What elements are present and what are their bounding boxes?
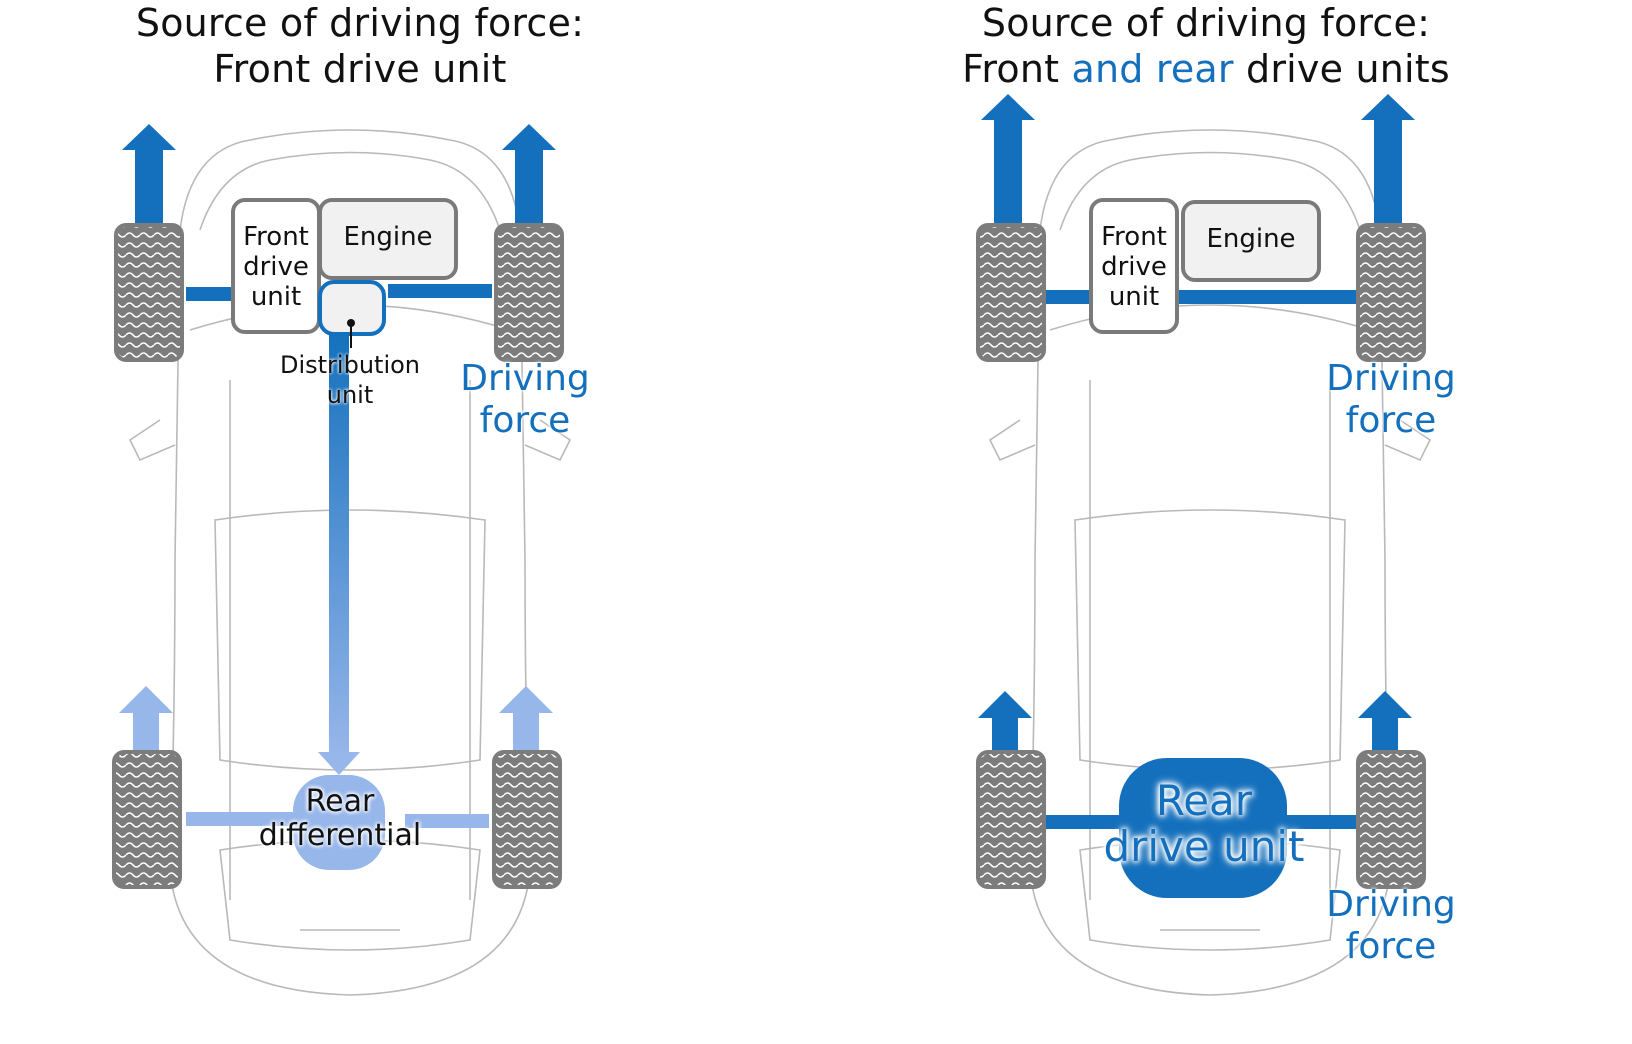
left-car-diagram bbox=[112, 124, 572, 996]
right-title: Source of driving force: Front and rear … bbox=[916, 0, 1496, 92]
rear-left-force-arrow bbox=[978, 691, 1032, 760]
front-drive-unit-label-line2: drive bbox=[1101, 252, 1167, 282]
front-drive-unit-label-line1: Front bbox=[1101, 222, 1167, 252]
right-title-line2: Front and rear drive units bbox=[916, 46, 1496, 92]
engine-box bbox=[318, 198, 458, 280]
front-right-axle bbox=[388, 284, 492, 298]
distribution-unit-label-line1: Distribution bbox=[279, 351, 420, 379]
front-drive-unit-label-line3: unit bbox=[250, 282, 302, 312]
distribution-unit-label: Distribution unit bbox=[255, 350, 445, 410]
rear-drive-unit-label: Rear drive unit bbox=[1084, 778, 1324, 870]
driving-force-rear-label: Driving force bbox=[1311, 884, 1471, 968]
front-right-force-arrow bbox=[502, 124, 556, 232]
front-drive-unit-box bbox=[1089, 198, 1179, 334]
driving-force-label: Driving force bbox=[450, 358, 600, 442]
left-title-line1: Source of driving force: bbox=[135, 1, 585, 45]
tire-front-left bbox=[114, 223, 184, 362]
tire-rear-right bbox=[492, 750, 562, 889]
rear-drive-unit bbox=[1119, 758, 1287, 898]
driving-force-label-line2: force bbox=[479, 400, 571, 441]
driving-force-front-label-line1: Driving bbox=[1326, 358, 1456, 399]
tire-rear-right bbox=[1356, 750, 1426, 889]
right-title-line2-part1: Front bbox=[962, 47, 1072, 91]
front-drive-unit-label-line1: Front bbox=[243, 222, 309, 252]
driving-force-front-label-line2: force bbox=[1345, 400, 1437, 441]
left-title-line2: Front drive unit bbox=[213, 47, 507, 91]
front-left-force-arrow bbox=[122, 124, 176, 232]
tire-front-left bbox=[976, 223, 1046, 362]
driving-force-rear-label-line2: force bbox=[1345, 926, 1437, 967]
engine-label: Engine bbox=[343, 222, 433, 252]
rear-drive-unit-label-line1: Rear bbox=[1155, 776, 1253, 825]
propeller-shaft bbox=[329, 330, 349, 755]
rear-differential bbox=[293, 775, 385, 870]
front-drive-unit-label-line3: unit bbox=[1108, 282, 1160, 312]
rear-differential-label-line1: Rear bbox=[305, 784, 375, 819]
left-title: Source of driving force: Front drive uni… bbox=[60, 0, 660, 92]
driving-force-front-label: Driving force bbox=[1311, 358, 1471, 442]
front-right-force-arrow bbox=[1361, 94, 1415, 232]
front-left-force-arrow bbox=[981, 94, 1035, 232]
rear-right-force-arrow bbox=[499, 686, 553, 760]
tire-rear-left bbox=[112, 750, 182, 889]
engine-label: Engine bbox=[1206, 224, 1296, 254]
rear-left-axle bbox=[186, 812, 296, 826]
tire-front-right bbox=[494, 223, 564, 362]
rear-right-axle bbox=[405, 814, 489, 828]
front-drive-unit-label-line2: drive bbox=[243, 252, 309, 282]
tire-front-right bbox=[1356, 223, 1426, 362]
rear-left-force-arrow bbox=[119, 686, 173, 760]
front-drive-unit-label: Front drive unit bbox=[233, 222, 319, 312]
driving-force-label-line1: Driving bbox=[460, 358, 590, 399]
panel-front-and-rear-drive: Source of driving force: Front and rear … bbox=[816, 0, 1632, 1044]
propeller-shaft-arrowhead bbox=[318, 752, 360, 775]
right-title-line2-part3: drive units bbox=[1233, 47, 1450, 91]
front-drive-unit-label: Front drive unit bbox=[1091, 222, 1177, 312]
rear-differential-label: Rear differential bbox=[240, 785, 440, 853]
tire-rear-left bbox=[976, 750, 1046, 889]
right-car-diagram bbox=[976, 94, 1432, 996]
right-title-line2-accent: and rear bbox=[1071, 47, 1234, 91]
rear-drive-unit-label-line2: drive unit bbox=[1103, 822, 1305, 871]
rear-differential-label-line2: differential bbox=[258, 818, 422, 853]
engine-box bbox=[1181, 200, 1321, 282]
distribution-unit-label-line2: unit bbox=[326, 381, 374, 409]
driving-force-rear-label-line1: Driving bbox=[1326, 884, 1456, 925]
front-left-axle bbox=[186, 287, 236, 301]
right-title-line1: Source of driving force: bbox=[981, 1, 1431, 45]
rear-right-force-arrow bbox=[1358, 691, 1412, 760]
panel-front-drive-only: Source of driving force: Front drive uni… bbox=[60, 0, 660, 996]
